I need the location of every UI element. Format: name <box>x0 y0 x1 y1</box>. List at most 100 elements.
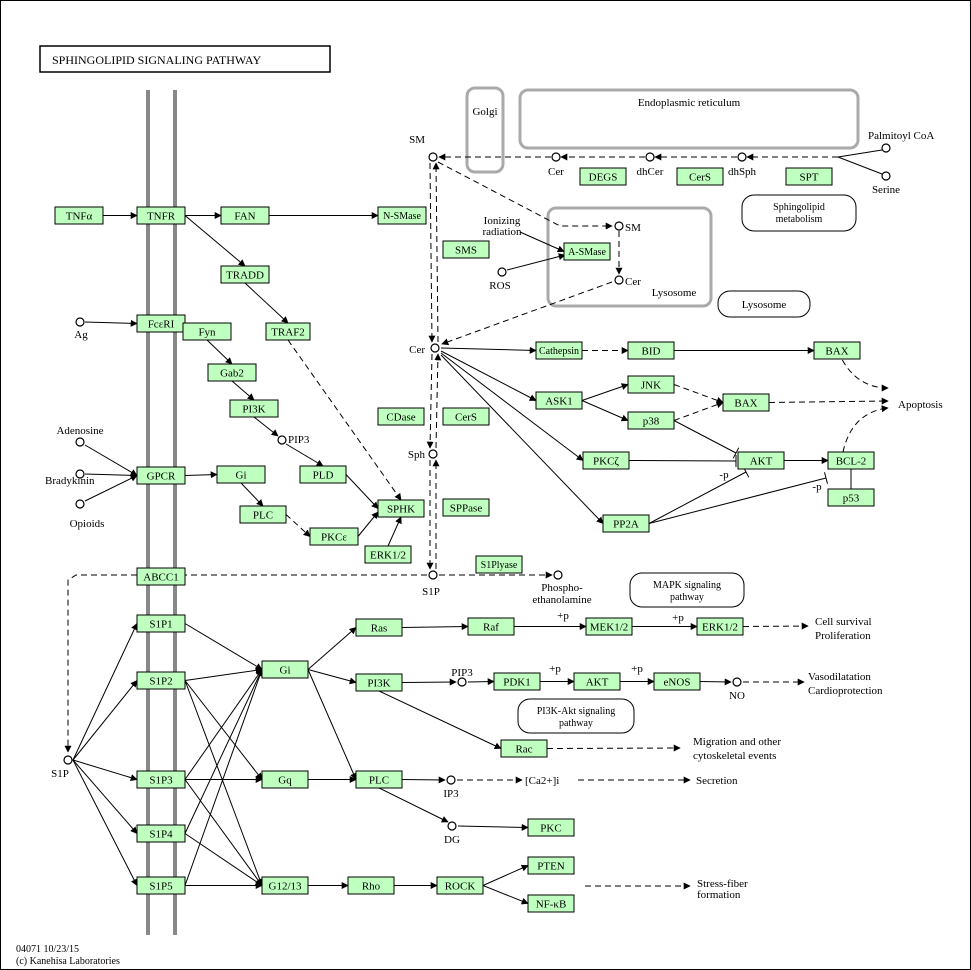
gene-erk12-b[interactable]: ERK1/2 <box>696 617 744 636</box>
gene-rock[interactable]: ROCK <box>436 876 484 895</box>
compound-s1p-main[interactable]: S1P <box>422 570 440 598</box>
gene-label: Gq <box>278 775 292 787</box>
compound-cer-b[interactable]: Cer <box>614 275 641 288</box>
compound-s1p-left[interactable]: S1P <box>51 755 73 780</box>
gene-pkc[interactable]: PKC <box>527 818 575 837</box>
gene-gq[interactable]: Gq <box>261 770 309 789</box>
gene-plc-b[interactable]: PLC <box>355 770 403 789</box>
edge-arrow <box>401 623 469 631</box>
gene-asmase[interactable]: A-SMase <box>563 242 611 261</box>
compound-label: dhCer <box>637 166 664 178</box>
compound-palmcoa[interactable]: Palmitoyl CoA <box>868 130 934 153</box>
compound-sm-a[interactable]: SM <box>409 134 438 162</box>
gene-label: S1P1 <box>149 619 172 631</box>
gene-gi-a[interactable]: Gi <box>216 465 266 484</box>
gene-s1plyase[interactable]: S1Plyase <box>475 555 523 574</box>
gene-g1213[interactable]: G12/13 <box>261 876 309 895</box>
gene-pp2a[interactable]: PP2A <box>602 514 650 533</box>
inhibition-bar <box>732 447 740 459</box>
gene-ras[interactable]: Ras <box>355 618 403 637</box>
compound-serine[interactable]: Serine <box>872 171 900 196</box>
gene-fan[interactable]: FAN <box>220 206 270 225</box>
gene-pdk1[interactable]: PDK1 <box>493 672 541 691</box>
gene-tnfa[interactable]: TNFα <box>54 206 104 225</box>
compound-dg[interactable]: DG <box>444 821 460 846</box>
gene-degs[interactable]: DEGS <box>579 167 627 186</box>
gene-rho[interactable]: Rho <box>347 876 395 895</box>
compound-sph[interactable]: Sph <box>408 449 438 461</box>
gene-label: CerS <box>689 172 711 184</box>
gene-cers-b[interactable]: CerS <box>442 407 490 426</box>
compound-cer-a[interactable]: Cer <box>548 152 564 178</box>
gene-fceri[interactable]: FcεRI <box>136 314 186 333</box>
map-lysosome[interactable]: Lysosome <box>717 290 811 318</box>
gene-rac[interactable]: Rac <box>500 739 548 758</box>
gene-cathepsin[interactable]: Cathepsin <box>535 341 583 360</box>
gene-akt-b[interactable]: AKT <box>573 672 621 691</box>
gene-sms[interactable]: SMS <box>442 240 490 259</box>
gene-mek12[interactable]: MEK1/2 <box>585 617 633 636</box>
gene-pkcz[interactable]: PKCζ <box>582 451 630 470</box>
compound-phospho[interactable]: Phospho-ethanolamine <box>532 570 592 606</box>
gene-nfkb[interactable]: NF-κB <box>527 894 575 913</box>
gene-sphk[interactable]: SPHK <box>377 499 425 518</box>
gene-s1p1[interactable]: S1P1 <box>136 614 186 633</box>
compound-pip3-a[interactable]: PIP3 <box>277 434 310 446</box>
gene-cdase[interactable]: CDase <box>377 407 425 426</box>
compound-ag[interactable]: Ag <box>74 317 88 341</box>
compound-ip3[interactable]: IP3 <box>443 775 459 800</box>
gene-jnk[interactable]: JNK <box>627 375 675 394</box>
gene-gpcr[interactable]: GPCR <box>136 466 186 485</box>
gene-s1p5[interactable]: S1P5 <box>136 876 186 895</box>
title-box: SPHINGOLIPID SIGNALING PATHWAY <box>39 45 331 73</box>
gene-ask1[interactable]: ASK1 <box>535 391 583 410</box>
gene-akt-a[interactable]: AKT <box>737 451 785 470</box>
plus-p-label: +p <box>557 610 569 622</box>
gene-gab2[interactable]: Gab2 <box>207 363 257 382</box>
gene-bax-b[interactable]: BAX <box>722 393 770 412</box>
gene-nsmase[interactable]: N-SMase <box>377 206 427 225</box>
gene-raf[interactable]: Raf <box>467 617 515 636</box>
edge-arrow <box>837 149 883 158</box>
compound-pip3-b[interactable]: PIP3 <box>451 667 473 687</box>
gene-bax-a[interactable]: BAX <box>813 341 861 360</box>
gene-bid[interactable]: BID <box>627 341 675 360</box>
compound-no[interactable]: NO <box>729 677 745 702</box>
gene-p53[interactable]: p53 <box>827 488 875 507</box>
gene-s1p3[interactable]: S1P3 <box>136 770 186 789</box>
gene-spt[interactable]: SPT <box>785 167 833 186</box>
gene-s1p2[interactable]: S1P2 <box>136 671 186 690</box>
gene-fyn[interactable]: Fyn <box>182 322 232 341</box>
compound-sm-b[interactable]: SM <box>614 221 641 234</box>
gene-cers-a[interactable]: CerS <box>676 167 724 186</box>
gene-pkce[interactable]: PKCε <box>309 527 359 546</box>
gene-sppase[interactable]: SPPase <box>442 498 490 517</box>
gene-pi3k-b[interactable]: PI3K <box>355 673 403 692</box>
gene-s1p4[interactable]: S1P4 <box>136 824 186 843</box>
compound-cer-main[interactable]: Cer <box>409 343 440 356</box>
compound-adenosine[interactable]: Adenosine <box>56 425 104 447</box>
compound-dhcer[interactable]: dhCer <box>637 152 664 178</box>
gene-pten[interactable]: PTEN <box>527 856 575 875</box>
gene-pld[interactable]: PLD <box>299 465 347 484</box>
compound-dhsph[interactable]: dhSph <box>728 152 757 178</box>
compound-label: Ag <box>74 329 88 341</box>
gene-p38[interactable]: p38 <box>627 411 675 430</box>
gene-gi-b[interactable]: Gi <box>261 660 309 679</box>
compound-opioids[interactable]: Opioids <box>70 499 105 530</box>
gene-traf2[interactable]: TRAF2 <box>265 322 311 341</box>
compound-ros[interactable]: ROS <box>489 267 511 292</box>
gene-enos[interactable]: eNOS <box>653 672 701 691</box>
gene-pi3k-a[interactable]: PI3K <box>229 399 279 418</box>
gene-tnfr[interactable]: TNFR <box>136 206 186 225</box>
gene-tradd[interactable]: TRADD <box>220 265 270 284</box>
gene-bcl2[interactable]: BCL-2 <box>827 451 875 470</box>
gene-erk12-a[interactable]: ERK1/2 <box>364 545 412 564</box>
gene-plc-a[interactable]: PLC <box>239 505 287 524</box>
compound-bradykinin[interactable]: Bradykinin <box>45 469 95 487</box>
gene-abcc1[interactable]: ABCC1 <box>136 567 186 586</box>
